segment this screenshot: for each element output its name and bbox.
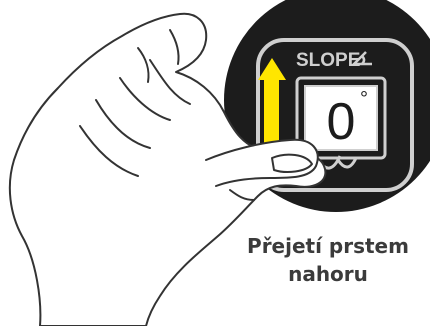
caption-line-2: nahoru — [228, 260, 428, 288]
reading-value: 0 — [327, 93, 356, 151]
degree-symbol: ° — [360, 88, 368, 110]
caption-line-1: Přejetí prstem — [228, 232, 428, 260]
slope-label: SLOPE — [296, 50, 360, 71]
instruction-caption: Přejetí prstem nahoru — [228, 232, 428, 288]
